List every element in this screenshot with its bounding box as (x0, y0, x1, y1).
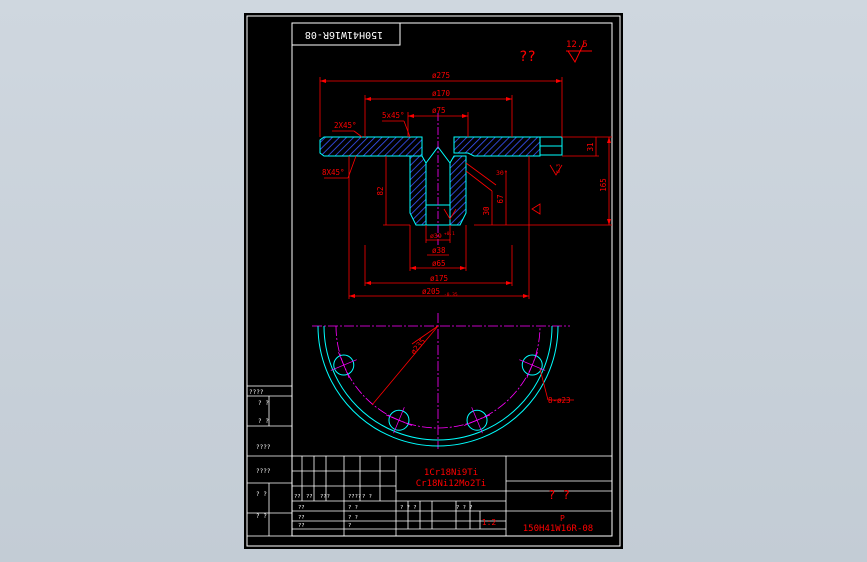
inner-frame (291, 22, 613, 537)
slant-line-1 (465, 162, 497, 186)
grid-label-5: ?? (298, 515, 305, 521)
hub-left (409, 155, 427, 226)
grid-label-6: ?? (298, 523, 305, 529)
outer-arc (317, 325, 559, 447)
bolt-circle-leader-2 (411, 325, 439, 345)
surface-mark: ?? (519, 49, 536, 65)
small-label-3: ? ? (362, 494, 372, 500)
small-label-2: ? (348, 523, 351, 529)
drawing-number: 150H41W16R-08 (523, 524, 593, 534)
code-stamp-box (291, 22, 401, 46)
bolt-hole-centerline (338, 351, 350, 379)
holes-leader (539, 368, 549, 401)
left-label-2: ? ? (258, 418, 269, 425)
drawing-sheet: 150H41W16R-08 ?? 12.5 (244, 13, 623, 549)
bolt-circle-leader (371, 325, 439, 406)
code-stamp: 150H41W16R-08 (305, 29, 383, 40)
dim-d39: ø39 (430, 232, 442, 240)
bolt-hole-centerline (463, 414, 491, 426)
roughness-symbol (566, 42, 592, 64)
small-label-5: ? ? ? (456, 505, 473, 511)
bolt-holes (330, 351, 546, 434)
bolt-hole (466, 409, 488, 431)
right-flange (453, 136, 541, 157)
outer-border (246, 15, 621, 547)
drawing-letter: P (560, 514, 565, 523)
title-block-labels: ?? ?? ??? ???? ?? ?? ?? ? ? ? ? ? ? ? ? … (294, 494, 473, 529)
scale: 1:2 (482, 518, 497, 527)
dim-d38: ø38 (432, 246, 446, 255)
section-view (319, 113, 563, 245)
inner-arc (323, 325, 553, 441)
dim-ang30: 30° (496, 169, 508, 177)
dim-d205: ø205 (422, 287, 440, 296)
slant-line-2 (465, 170, 493, 192)
bolt-hole (521, 354, 543, 376)
grid-label-1: ?? (306, 494, 313, 500)
left-label-3: ???? (256, 444, 271, 451)
dim-d39-tol: +0.1 (444, 231, 455, 237)
left-label-6: ? ? (256, 513, 267, 520)
dim-chamfer-2x45: 2X45° (334, 121, 357, 130)
dim-d275: ø275 (432, 71, 450, 80)
dimensions (319, 77, 612, 299)
bolt-hole-centerline (385, 414, 413, 426)
left-column-labels: ???? ? ? ? ? ???? ???? ? ? ? ? (249, 389, 271, 520)
dim-h30: 30 (482, 206, 491, 216)
dim-holes: 8-ø23 (548, 396, 571, 405)
dim-h31: 31 (586, 142, 595, 151)
dim-h67: 67 (496, 194, 505, 203)
grid-label-3: ???? (348, 494, 361, 500)
arrowheads (320, 79, 611, 298)
bolt-hole (333, 354, 355, 376)
small-label-1: ? ? (348, 515, 358, 521)
dim-d205-tol: -0.35 (444, 292, 458, 298)
dim-h165: 165 (599, 178, 608, 192)
dim-d175: ø175 (430, 274, 448, 283)
bolt-hole-centerline (526, 351, 538, 379)
dim-small-note: 6.3 (556, 164, 562, 173)
title-block-main-text: 1Cr18Ni9Ti Cr18Ni12Mo2Ti ? ? 1:2 P 150H4… (416, 468, 593, 534)
dim-chamfer-8x45: 8X45° (322, 168, 345, 177)
cad-drawing: 150H41W16R-08 ?? 12.5 (246, 15, 621, 547)
dim-d170: ø170 (432, 89, 451, 98)
grid-label-0: ?? (294, 494, 301, 500)
dim-chamfer-5x45: 5x45° (382, 111, 405, 120)
material-line-2: Cr18Ni12Mo2Ti (416, 479, 486, 489)
left-label-5: ? ? (256, 491, 267, 498)
dim-d75: ø75 (432, 106, 446, 115)
roughness-triangles (443, 164, 563, 220)
title-question-marks: ? ? (548, 488, 570, 502)
dimension-labels: ø275 ø170 ø75 2X45° 5x45° 8X45° ø39 +0.1… (322, 71, 608, 298)
left-label-4: ???? (256, 468, 271, 475)
grid-label-4: ?? (298, 505, 305, 511)
roughness-value: 12.5 (566, 40, 588, 50)
bore (425, 146, 451, 226)
dim-d65: ø65 (432, 259, 446, 268)
dim-bolt-circle: ø235 (409, 337, 428, 357)
small-label-0: ? ? (348, 505, 358, 511)
dim-h82: 82 (376, 186, 385, 195)
material-line-1: 1Cr18Ni9Ti (424, 468, 478, 478)
left-column (246, 385, 293, 537)
grid-label-2: ??? (320, 494, 330, 500)
left-flange (319, 136, 423, 157)
small-label-4: ? ? ? (400, 505, 417, 511)
title-block (291, 455, 613, 537)
bolt-hole (388, 409, 410, 431)
plan-view: ø235 8-ø23 (312, 313, 574, 449)
left-label-1: ? ? (258, 400, 269, 407)
left-label-0: ???? (249, 389, 264, 396)
